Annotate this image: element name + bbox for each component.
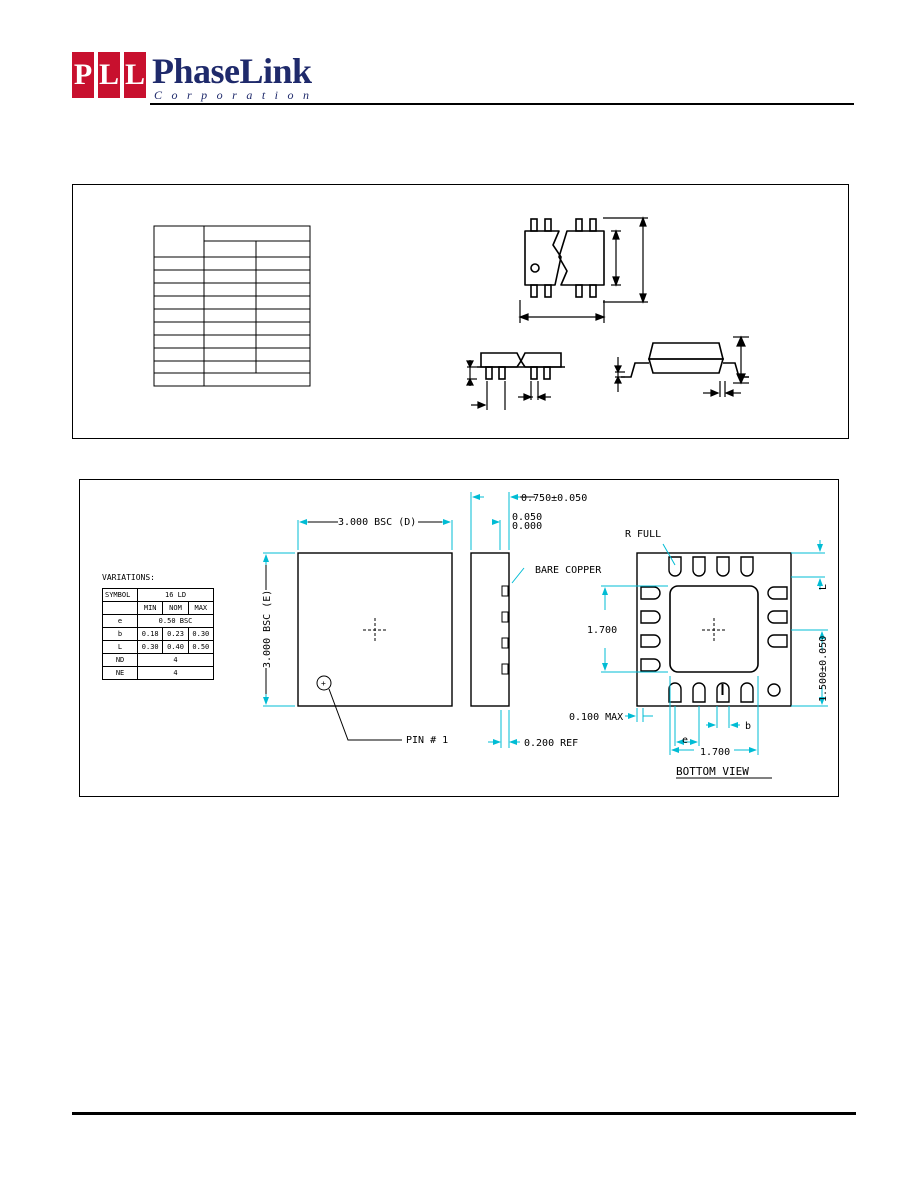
top-package-drawing: [153, 216, 749, 410]
logo-letter-p: P: [72, 52, 94, 98]
sot-top-view: [524, 218, 605, 298]
logo-letter-l1: L: [98, 52, 120, 98]
table-row: L 0.30 0.40 0.50: [101, 640, 215, 654]
standoff-top: 0.050: [512, 512, 542, 523]
thickness-label: 0.750±0.050: [521, 493, 587, 504]
brand-name: PhaseLink: [152, 51, 312, 91]
exposed-pad: [669, 585, 759, 673]
variations-title: VARIATIONS:: [102, 573, 155, 582]
sot-side-dimensions: [466, 360, 551, 410]
package-drawing-frame-top: [72, 184, 849, 439]
header-rule: [150, 103, 854, 105]
sot-end-dimensions: [614, 335, 749, 397]
footer-rule: [72, 1112, 856, 1115]
pad-height-label: 1.700: [587, 625, 617, 636]
variations-table: SYMBOL 16 LD MIN NOM MAX e 0.50 BSC b 0.…: [101, 588, 215, 680]
brand-subtitle: Corporation: [154, 88, 319, 102]
pin1-label: PIN # 1: [406, 735, 448, 746]
bare-copper-label: BARE COPPER: [535, 565, 602, 576]
qfn-drawing: + 3.000 BSC (D) 3.000 BSC (E) PIN # 1: [262, 492, 829, 779]
sot-dimensions: [518, 216, 648, 323]
pad-width-label: 1.700: [700, 747, 730, 758]
right-dim-label: 1.500±0.050: [818, 636, 829, 702]
table-row: NE 4: [101, 666, 214, 680]
lead-l-label: L: [818, 584, 829, 590]
table-row: ND 4: [101, 653, 214, 667]
empty-dimension-table: [153, 225, 311, 387]
pitch-label: e: [682, 735, 688, 746]
sot-end-view: [621, 342, 749, 378]
sot-side-view: [477, 352, 565, 380]
svg-text:+: +: [321, 679, 326, 688]
max-label: 0.100 MAX: [569, 712, 623, 723]
dim-side-e: 3.000 BSC (E): [262, 590, 273, 668]
bottom-view-label: BOTTOM VIEW: [676, 765, 749, 778]
package-drawing-frame-bottom: VARIATIONS: SYMBOL 16 LD MIN NOM MAX e 0…: [79, 479, 839, 797]
ref-label: 0.200 REF: [524, 738, 578, 749]
qfn-top-body: [297, 552, 453, 707]
bottom-leads: [640, 556, 788, 703]
pin1-marker: [316, 675, 332, 691]
logo-letter-l2: L: [124, 52, 146, 98]
r-full-label: R FULL: [625, 529, 661, 540]
table-row: b 0.18 0.23 0.30: [101, 627, 215, 641]
bottom-center-mark: [702, 618, 726, 642]
qfn-side-body: [470, 552, 510, 707]
top-center-mark: [363, 618, 387, 642]
dim-top-d: 3.000 BSC (D): [338, 517, 416, 528]
company-logo: P L L: [72, 52, 148, 98]
lead-b-label: b: [745, 721, 751, 732]
standoff-bottom: 0.000: [512, 521, 542, 532]
